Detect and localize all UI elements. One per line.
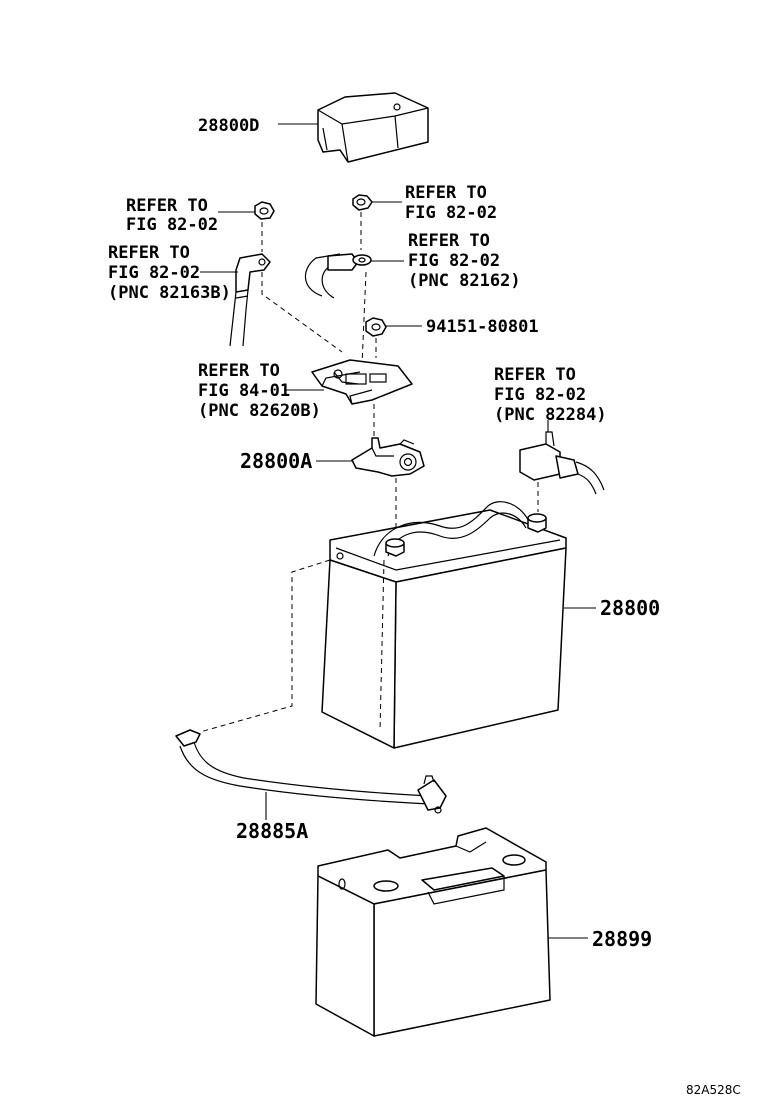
dash-center-mid [361, 271, 367, 366]
nut-right[interactable] [352, 194, 373, 211]
refer-nut-left: REFER TO FIG 82-02 [126, 196, 218, 235]
refer-cable-right: REFER TO FIG 82-02 (PNC 82162) [408, 231, 521, 291]
dash-battery-center [379, 559, 385, 731]
refer-connector: REFER TO FIG 82-02 (PNC 82284) [494, 365, 607, 425]
left-terminal-cable[interactable] [229, 253, 271, 347]
nut-left[interactable] [254, 201, 275, 220]
vent-hose[interactable] [175, 729, 447, 814]
nut-94151-80801[interactable] [365, 317, 387, 337]
label-nut-part: 94151-80801 [426, 317, 539, 337]
fuse-block-82620b[interactable] [311, 359, 413, 405]
battery[interactable] [321, 501, 567, 749]
refer-nut-right: REFER TO FIG 82-02 [405, 183, 497, 223]
battery-tray[interactable] [315, 827, 551, 1037]
label-clamp: 28800A [240, 449, 312, 473]
label-battery: 28800 [600, 596, 660, 620]
battery-terminal-cover[interactable] [317, 92, 429, 163]
connector-82284[interactable] [519, 431, 605, 495]
label-tray: 28899 [592, 927, 652, 951]
label-cover: 28800D [198, 116, 259, 136]
right-cable-82162[interactable] [304, 253, 372, 299]
dash-left-terminal [261, 272, 343, 353]
refer-terminal-left: REFER TO FIG 82-02 (PNC 82163B) [108, 243, 231, 303]
figure-ref: 82A528C [686, 1083, 741, 1097]
dash-vent-hose [199, 559, 331, 733]
refer-fuse: REFER TO FIG 84-01 (PNC 82620B) [198, 361, 321, 421]
battery-terminal-clamp[interactable] [351, 437, 425, 477]
label-hose: 28885A [236, 819, 308, 843]
